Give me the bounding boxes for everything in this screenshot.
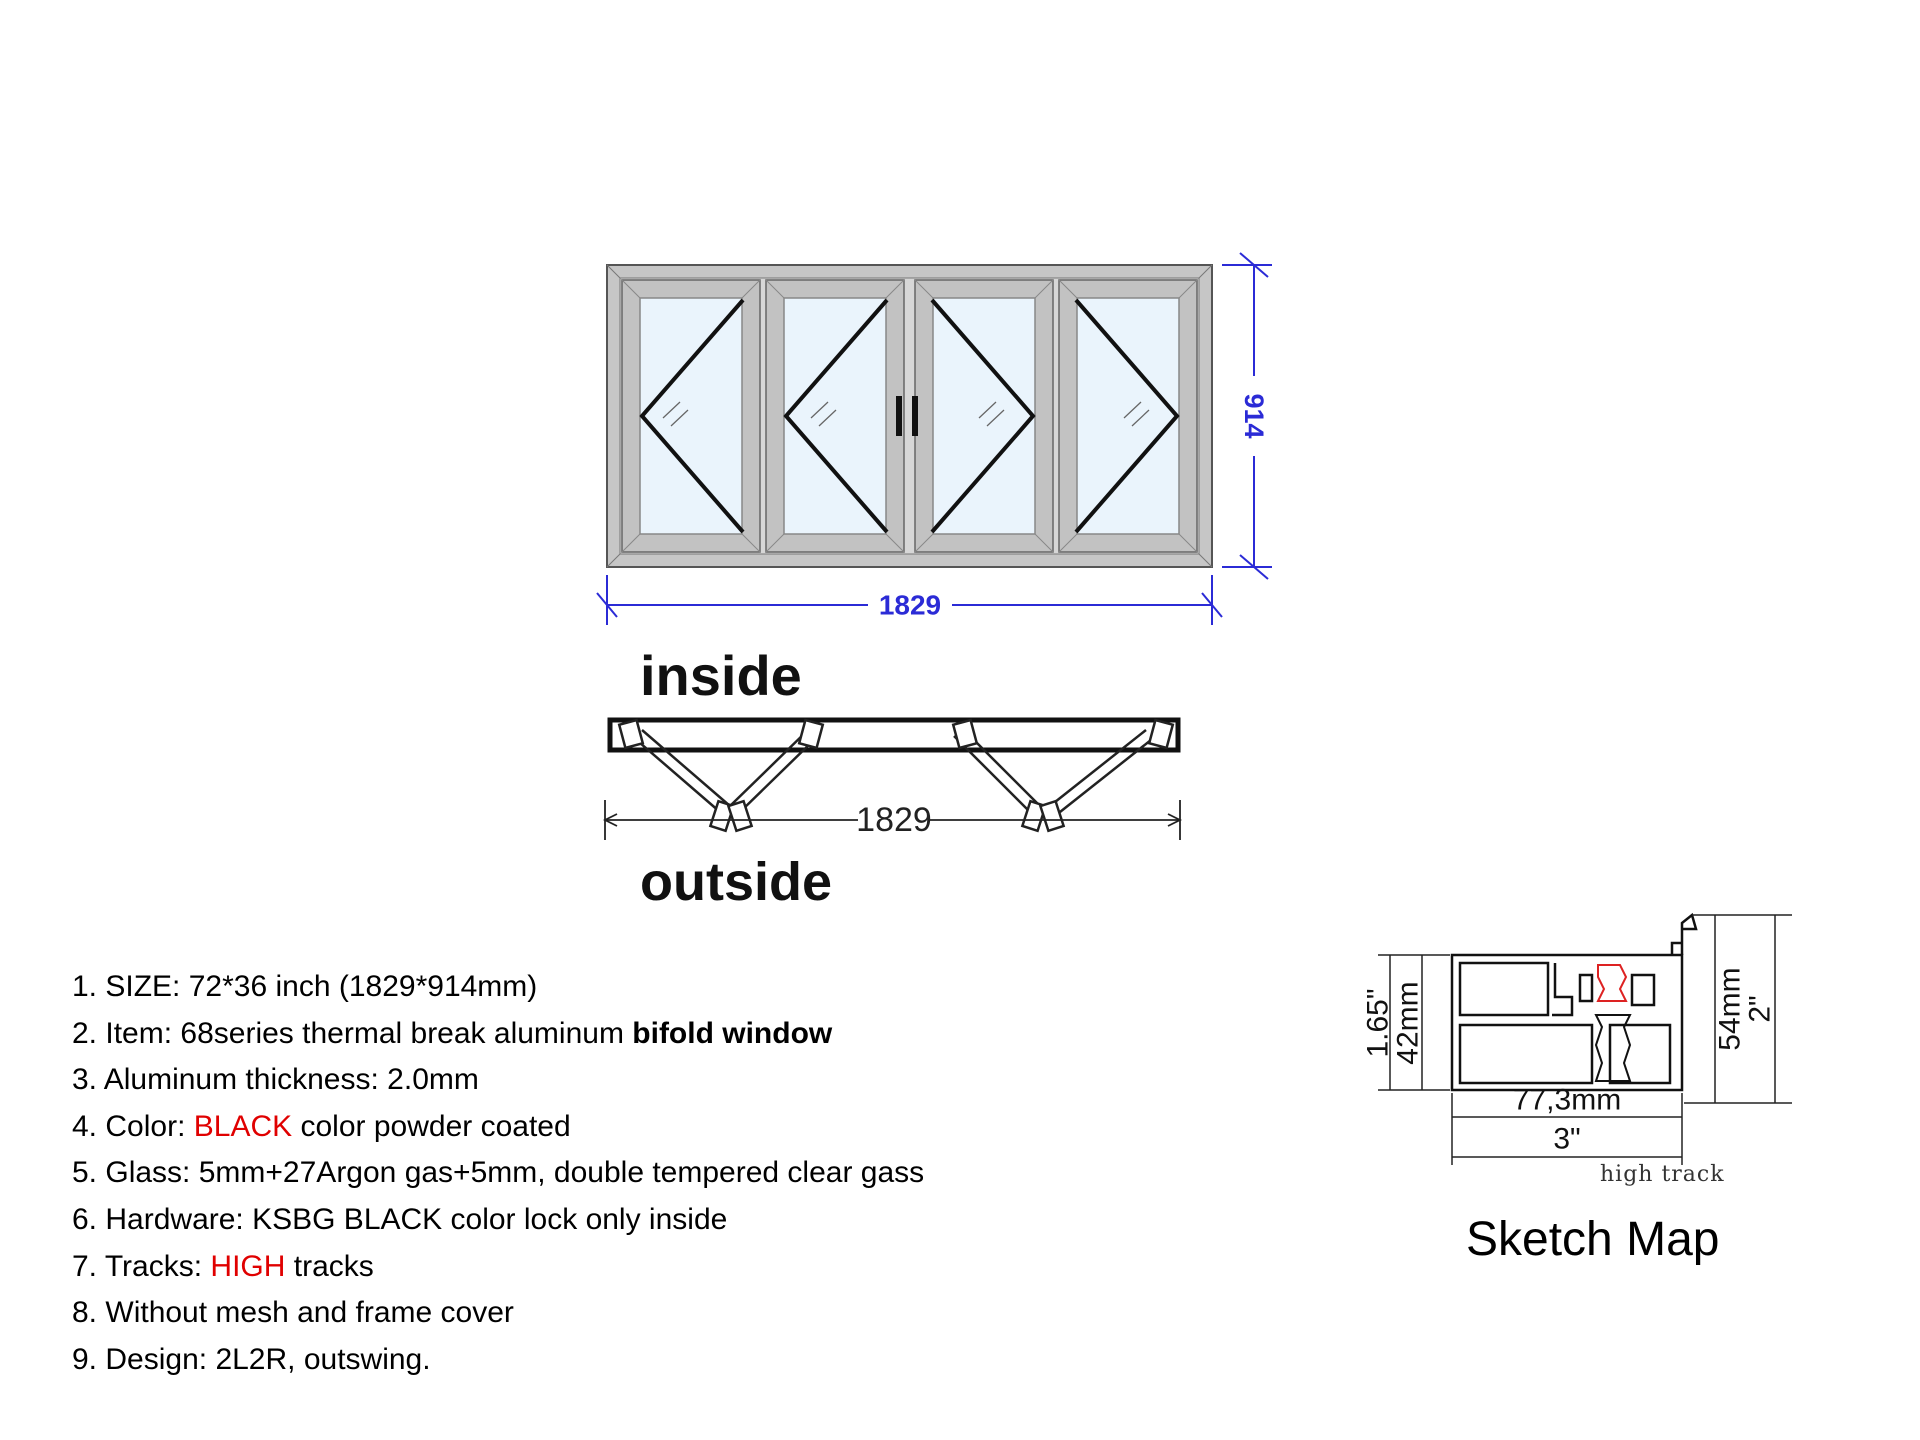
sash-3 — [914, 279, 1054, 553]
thermal-break-strip — [1596, 964, 1628, 1002]
window-frame-section — [607, 717, 1181, 753]
spec-item-design: 9. Design: 2L2R, outswing. — [72, 1342, 431, 1376]
hinge-blocks — [617, 718, 1175, 833]
spec-item-thickness: 3. Aluminum thickness: 2.0mm — [72, 1063, 479, 1097]
sketch-map-title: Sketch Map — [1466, 1213, 1720, 1266]
aluminum-profile-outline — [1450, 912, 1698, 1092]
height-inch-label: 1.65" — [1362, 988, 1395, 1057]
outside-label: outside — [640, 852, 832, 912]
spec-item-type: 2. Item: 68series thermal break aluminum… — [72, 1016, 833, 1050]
inside-label: inside — [640, 650, 802, 707]
spec-item-color: 4. Color: BLACK color powder coated — [72, 1109, 571, 1143]
plan-width-dimension-label: 1829 — [856, 801, 932, 839]
spec-item-tracks: 7. Tracks: HIGH tracks — [72, 1249, 374, 1283]
handle-right — [912, 396, 918, 436]
opening-direction-mark-3 — [930, 298, 1036, 534]
specification-list: 1. SIZE: 72*36 inch (1829*914mm) 2. Item… — [72, 964, 924, 1383]
spec-item-size: 1. SIZE: 72*36 inch (1829*914mm) — [72, 970, 538, 1003]
profile-section-drawing: 1.65" 42mm 54mm 2" 77,3mm 3" — [1362, 912, 1792, 1165]
glass-pane-1 — [639, 297, 743, 535]
sash-2 — [765, 279, 905, 553]
tracks-highlight: HIGH — [210, 1249, 286, 1283]
height-mm-label: 42mm — [1392, 981, 1425, 1064]
total-height-mm-label: 54mm — [1714, 967, 1747, 1050]
color-highlight: BLACK — [193, 1109, 293, 1143]
high-track-note: high track — [1600, 1162, 1725, 1187]
spec-item-glass: 5. Glass: 5mm+27Argon gas+5mm, double te… — [72, 1156, 925, 1190]
opening-direction-mark-4 — [1074, 298, 1180, 534]
height-dimension-line — [1222, 252, 1272, 580]
glass-pane-4 — [1076, 297, 1180, 535]
glass-pane-3 — [932, 297, 1036, 535]
height-dimension-label: 914 — [1239, 393, 1269, 438]
folded-sashes — [631, 729, 1157, 813]
width-dimension-label: 1829 — [879, 590, 941, 621]
glass-pane-2 — [783, 297, 887, 535]
plan-width-dimension-line — [602, 800, 1183, 840]
handle-left — [896, 396, 902, 436]
opening-direction-mark-1 — [639, 298, 745, 534]
window-elevation-drawing: 914 1829 — [596, 252, 1272, 625]
width-dimension-line — [596, 575, 1223, 625]
spec-item-accessories: 8. Without mesh and frame cover — [72, 1296, 514, 1330]
total-height-inch-label: 2" — [1744, 995, 1777, 1022]
width-inch-label: 3" — [1553, 1123, 1580, 1156]
opening-direction-mark-2 — [783, 298, 889, 534]
folding-plan-drawing: inside 1829 outside — [602, 650, 1183, 912]
spec-item-hardware: 6. Hardware: KSBG BLACK color lock only … — [72, 1202, 728, 1236]
width-mm-label: 77,3mm — [1513, 1084, 1621, 1117]
sash-1 — [621, 279, 761, 553]
sash-4 — [1058, 279, 1198, 553]
product-name: bifold window — [632, 1016, 833, 1050]
